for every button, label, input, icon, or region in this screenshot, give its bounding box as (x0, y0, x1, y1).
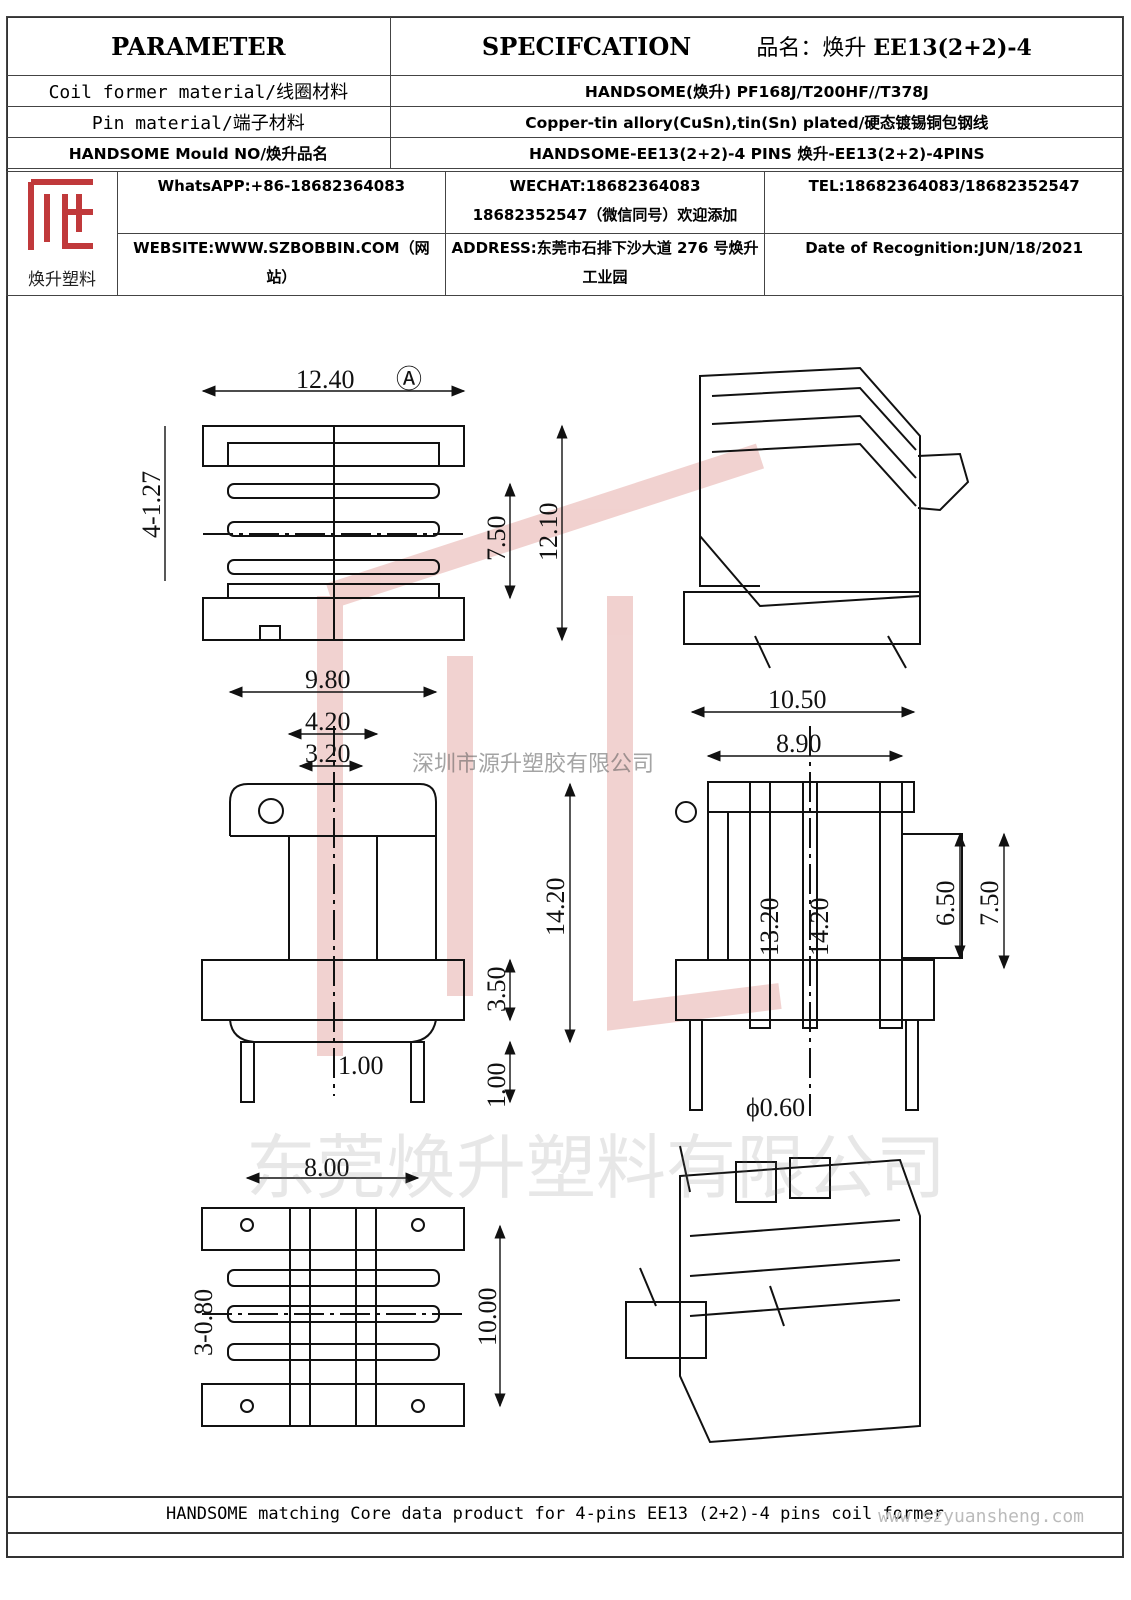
watermark-small: 深圳市源升塑胶有限公司 (412, 752, 654, 777)
row-label-mould: HANDSOME Mould NO/焕升品名 (6, 137, 391, 169)
dim-pitch: 4-1.27 (137, 471, 166, 538)
dim-side-h2: 14.20 (805, 898, 834, 957)
dim-e: 4.20 (305, 707, 351, 736)
dim-l: 6.50 (931, 881, 960, 927)
product-name: 品名：焕升 EE13(2+2)-4 (756, 35, 1032, 61)
logo-cell: 焕升塑料 (6, 171, 118, 296)
dim-m: 7.50 (975, 881, 1004, 927)
technical-drawing: 12.40 Ⓐ 4-1.27 7.50 12.10 9.80 4.20 3.20… (137, 365, 1010, 1444)
dim-n: ϕ0.60 (746, 1093, 805, 1122)
dim-h: 3.50 (482, 967, 511, 1013)
handsome-logo-icon (27, 179, 93, 250)
address-cell: ADDRESS:东莞市石排下沙大道 276 号焕升工业园 (444, 233, 766, 296)
row-value-coil: HANDSOME(焕升) PF168J/T200HF//T378J (389, 75, 1125, 107)
date-cell: Date of Recognition:JUN/18/2021 (764, 233, 1124, 296)
footer-url: www.szyuansheng.com (878, 1506, 1084, 1527)
row-value-pin: Copper-tin allory(CuSn),tin(Sn) plated/硬… (389, 106, 1125, 138)
website-cell: WEBSITE:WWW.SZBOBBIN.COM（网站） (116, 233, 446, 296)
dim-c: 12.10 (534, 503, 563, 562)
row-value-mould: HANDSOME-EE13(2+2)-4 PINS 焕升-EE13(2+2)-4… (389, 137, 1125, 169)
top-view (202, 425, 465, 641)
spec-table: PARAMETER SPECIFCATION 品名：焕升 EE13(2+2)-4… (6, 16, 1125, 169)
dim-q: 3-0.80 (189, 1289, 218, 1356)
dim-j: 10.50 (768, 685, 827, 714)
dim-o: 8.00 (304, 1153, 350, 1182)
row-label-pin: Pin material/端子材料 (6, 106, 391, 138)
footer-text: HANDSOME matching Core data product for … (166, 1504, 944, 1524)
dim-g: 14.20 (541, 878, 570, 937)
watermark-big: 东莞焕升塑料有限公司 (246, 1127, 946, 1209)
footer: HANDSOME matching Core data product for … (6, 1496, 1124, 1534)
dim-b: 7.50 (482, 516, 511, 562)
iso-view-top (683, 366, 970, 669)
whatsapp-cell: WhatsAPP:+86-18682364083 (116, 171, 446, 234)
dim-f: 3.20 (305, 739, 351, 768)
background-logo-watermark (317, 443, 782, 1056)
dim-a: 12.40 (296, 365, 355, 394)
bottom-view (201, 1207, 465, 1427)
dim-i: 1.00 (482, 1063, 511, 1109)
dim-d: 9.80 (305, 665, 351, 694)
dim-p: 10.00 (473, 1288, 502, 1347)
logo-caption: 焕升塑料 (27, 270, 96, 290)
parameter-header: PARAMETER (6, 16, 391, 76)
specification-header: SPECIFCATION 品名：焕升 EE13(2+2)-4 (389, 16, 1125, 76)
tel-cell: TEL:18682364083/18682352547 (764, 171, 1124, 234)
iso-view-bottom (625, 1145, 921, 1444)
dim-pin-width: 1.00 (338, 1051, 384, 1080)
contact-table: 焕升塑料 WhatsAPP:+86-18682364083 WECHAT:186… (6, 171, 1124, 296)
dim-k: 8.90 (776, 729, 822, 758)
dim-side-h1: 13.20 (755, 898, 784, 957)
dim-a-tag: Ⓐ (396, 365, 422, 394)
row-label-coil: Coil former material/线圈材料 (6, 75, 391, 107)
front-view (201, 726, 465, 1103)
